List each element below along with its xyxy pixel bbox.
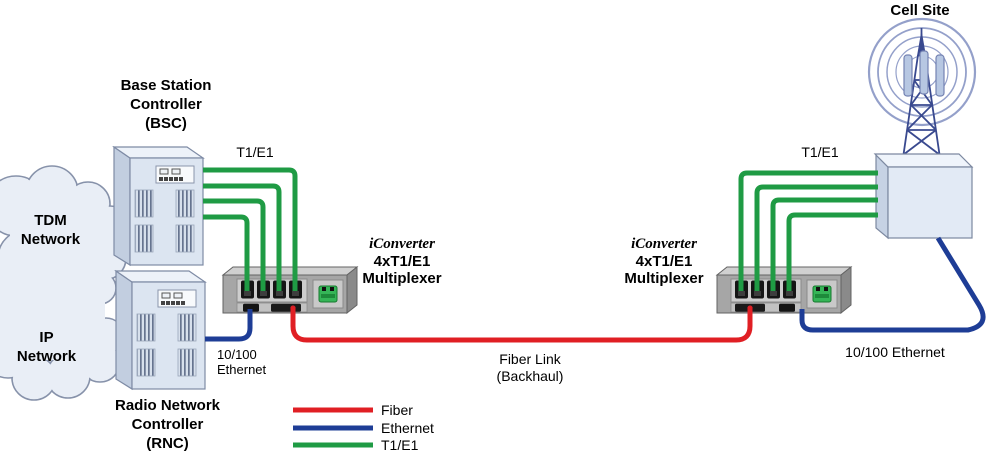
t1e1-line-cell-4	[786, 212, 878, 291]
cell-site-label: Cell Site	[890, 2, 950, 19]
t1e1-line-bsc-1	[203, 167, 298, 291]
t1e1-line-bsc-3	[203, 198, 266, 291]
rnc-label: Radio Network Controller (RNC)	[114, 397, 220, 452]
ethernet-label-right: 10/100 Ethernet	[845, 344, 945, 360]
t1e1-line-cell-3	[770, 197, 878, 291]
cell-site-shelter	[873, 153, 974, 240]
t1e1-line-bsc-4	[203, 214, 250, 291]
mux-left-label: iConverter 4xT1/E1 Multiplexer	[362, 236, 442, 287]
fiber-link-label: Fiber Link (Backhaul)	[496, 351, 564, 384]
ip-network-label: IP Network	[16, 329, 77, 365]
ethernet-label-left: 10/100 Ethernet	[217, 347, 267, 377]
mux-right-device	[715, 265, 853, 315]
mux-left-device	[221, 265, 359, 315]
fiber-link-line	[290, 307, 753, 343]
t1e1-label-left: T1/E1	[236, 144, 274, 160]
ethernet-line-rnc	[205, 309, 253, 342]
tower-spike	[917, 30, 926, 56]
t1e1-line-cell-1	[738, 170, 878, 291]
rnc-server	[115, 270, 206, 390]
t1e1-line-cell-2	[754, 184, 878, 291]
antenna-panels	[903, 50, 945, 97]
legend-label-t1e1: T1/E1	[381, 437, 419, 453]
ethernet-port	[779, 303, 795, 312]
ethernet-line-cell	[799, 236, 986, 333]
power-terminal	[318, 285, 338, 303]
ethernet-port	[243, 303, 259, 312]
cell-tower	[867, 17, 977, 159]
power-terminal	[812, 285, 832, 303]
t1e1-label-right: T1/E1	[801, 144, 839, 160]
bsc-server	[113, 146, 204, 266]
t1e1-line-bsc-2	[203, 183, 282, 291]
tdm-network-label: TDM Network	[20, 212, 81, 248]
legend-label-ethernet: Ethernet	[381, 420, 434, 436]
fiber-port	[271, 303, 301, 312]
mux-right-label: iConverter 4xT1/E1 Multiplexer	[624, 236, 704, 287]
legend-label-fiber: Fiber	[381, 402, 413, 418]
bsc-label: Base Station Controller (BSC)	[120, 77, 212, 132]
